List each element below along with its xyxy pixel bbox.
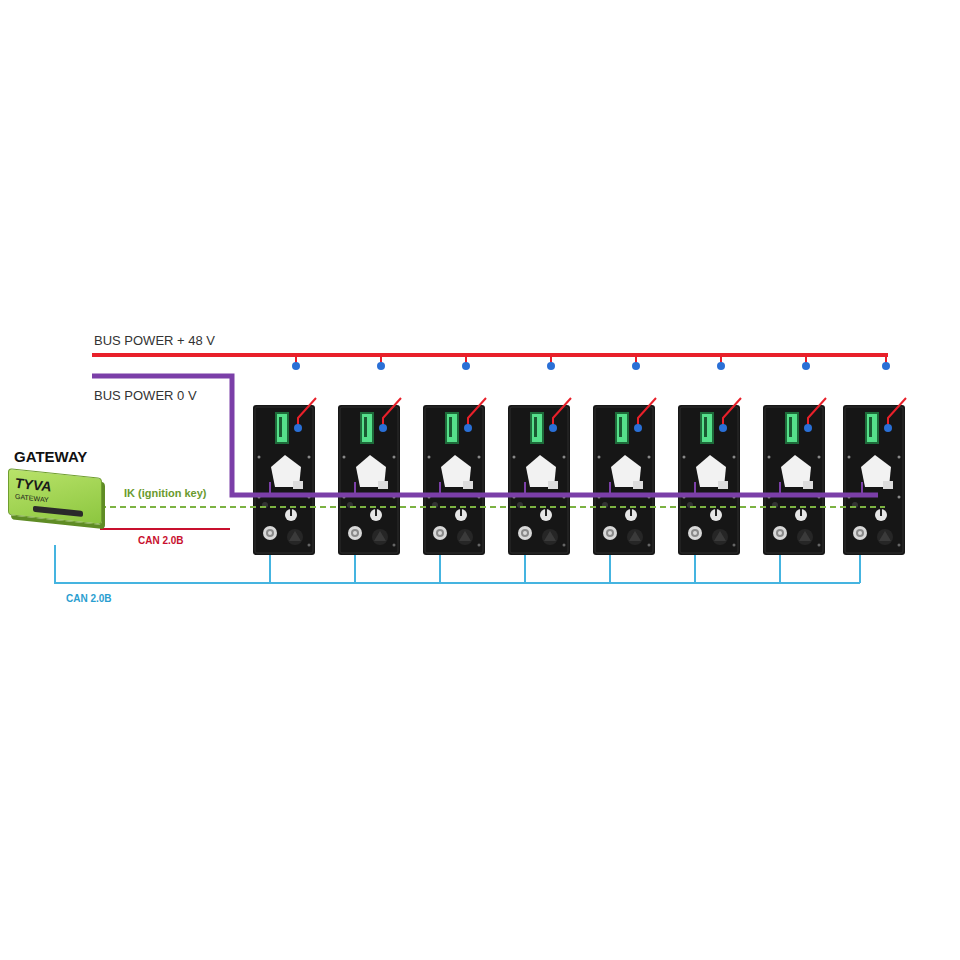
- signal-label: CAN 2.0B: [136, 535, 186, 546]
- bus-label: BUS POWER + 48 V: [92, 334, 217, 348]
- gateway-heading: GATEWAY: [8, 448, 108, 465]
- gateway-device: GATEWAYTYVAGATEWAY: [8, 448, 108, 520]
- gateway-housing: TYVAGATEWAY: [8, 468, 102, 525]
- connector-bar: [33, 506, 83, 517]
- bus-label: BUS POWER 0 V: [92, 389, 199, 403]
- device-label: GATEWAY: [15, 493, 95, 508]
- signal-label: IK (ignition key): [122, 487, 209, 499]
- signal-label: CAN 2.0B: [64, 593, 114, 604]
